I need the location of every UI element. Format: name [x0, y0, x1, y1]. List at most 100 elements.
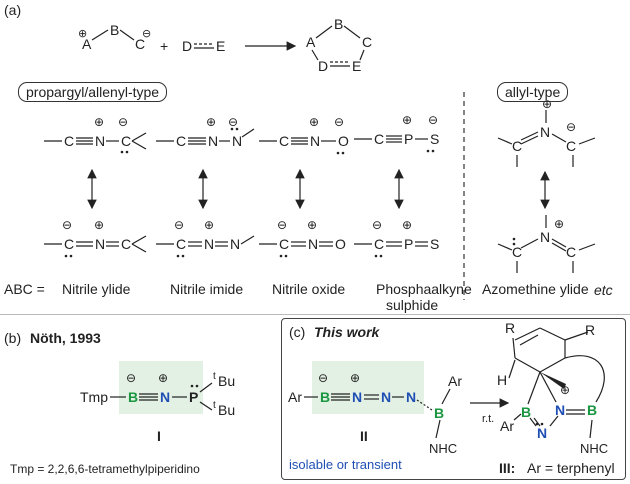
- terphenyl-caption: Ar = terphenyl: [527, 460, 615, 476]
- ring-c: C: [362, 34, 373, 50]
- right-ar: Ar: [500, 418, 514, 434]
- svg-text:⊖: ⊖: [277, 218, 287, 232]
- imide-bot-n1: N: [204, 236, 215, 252]
- panel-c-frame: [281, 318, 626, 480]
- oxide-top-o: O: [338, 133, 349, 149]
- azo-top-c1: C: [512, 138, 523, 154]
- left-boron-nhc: B: [434, 405, 445, 421]
- atom-b: B: [110, 22, 120, 38]
- svg-text:⊖: ⊖: [62, 218, 72, 232]
- atom-a: A: [82, 36, 92, 52]
- svg-text:⊖: ⊖: [566, 120, 576, 134]
- panel-b-highlight: [119, 361, 203, 414]
- svg-text:⊖: ⊖: [228, 115, 238, 129]
- atom-c: C: [135, 36, 146, 52]
- propargyl-type-label: propargyl/allenyl-type: [18, 82, 168, 102]
- svg-text:⊖: ⊖: [334, 115, 344, 129]
- svg-text:⊕: ⊕: [94, 218, 104, 232]
- phospha-bot-s: S: [430, 236, 440, 252]
- svg-text:⊕: ⊕: [309, 115, 319, 129]
- right-boron-2: B: [587, 402, 598, 418]
- right-r-1: R: [505, 320, 516, 336]
- svg-text:⊕: ⊕: [402, 113, 412, 127]
- svg-text:⊕: ⊕: [206, 115, 216, 129]
- oxide-bot-n: N: [308, 236, 319, 252]
- panel-b-label: (b): [4, 330, 22, 346]
- allyl-type-label: allyl-type: [497, 82, 569, 102]
- phospha-bot-p: P: [404, 236, 414, 252]
- ylide-top-c2: C: [121, 133, 132, 149]
- panel-c-title: This work: [314, 324, 380, 340]
- oxide-top-n: N: [310, 133, 321, 149]
- svg-text:⊕: ⊕: [554, 217, 564, 231]
- ring-a: A: [306, 34, 316, 50]
- name-nitrile-oxide: Nitrile oxide: [272, 281, 346, 297]
- imide-top-n2: N: [232, 133, 243, 149]
- right-nitrogen-1: N: [537, 425, 548, 441]
- bond-b-c: [119, 29, 135, 41]
- bond-a-b: [91, 29, 109, 41]
- left-nitrogen-3: N: [406, 389, 417, 405]
- name-phosphaalkyne: Phosphaalkyne: [376, 281, 472, 297]
- right-nitrogen-2: N: [555, 402, 566, 418]
- phospha-bot-c: C: [374, 236, 385, 252]
- azo-bot-c1: C: [512, 244, 523, 260]
- panel-c-label: (c): [289, 324, 306, 340]
- svg-text:⊖: ⊖: [428, 113, 438, 127]
- svg-text:⊖: ⊖: [174, 218, 184, 232]
- name-azomethine-ylide: Azomethine ylide: [482, 281, 589, 297]
- azo-top-c2: C: [566, 138, 577, 154]
- svg-text:⊖: ⊖: [372, 218, 382, 232]
- svg-text:⊖: ⊖: [118, 115, 128, 129]
- phospha-top-s: S: [430, 131, 440, 147]
- ring-b: B: [334, 16, 344, 32]
- azo-bot-c2: C: [566, 244, 577, 260]
- ylide-top-n: N: [95, 133, 106, 149]
- ring-d: D: [318, 58, 329, 74]
- abc-prefix: ABC =: [4, 281, 45, 297]
- svg-text:⊕: ⊕: [204, 218, 214, 232]
- azo-bot-n: N: [540, 229, 551, 245]
- panel-b-author: Nöth, 1993: [30, 330, 101, 346]
- phospha-top-c: C: [374, 131, 385, 147]
- left-nhc: NHC: [429, 441, 458, 456]
- tmp-footnote: Tmp = 2,2,6,6-tetramethylpiperidino: [10, 462, 200, 476]
- tbu-prefix-2: t: [213, 400, 216, 411]
- ylide-bot-c2: C: [121, 236, 132, 252]
- left-ar: Ar: [288, 389, 302, 405]
- name-sulphide: sulphide: [386, 297, 439, 313]
- compound-III-label: III:: [499, 460, 516, 476]
- ring-bond-bc: [343, 25, 361, 39]
- nitrogen-atom: N: [160, 389, 171, 405]
- ylide-top-c1: C: [64, 133, 75, 149]
- ylide-bot-n: N: [95, 236, 106, 252]
- tbu-2: Bu: [218, 402, 236, 418]
- compound-I-label: I: [157, 428, 161, 444]
- compound-II-label: II: [360, 428, 368, 444]
- charge-minus: ⊖: [142, 28, 152, 40]
- boron-atom: B: [128, 389, 139, 405]
- tbu-1: Bu: [218, 373, 236, 389]
- atom-e: E: [216, 38, 226, 54]
- right-boron-1: B: [521, 404, 532, 420]
- imide-top-n1: N: [208, 133, 219, 149]
- left-nitrogen-1: N: [352, 389, 363, 405]
- right-r-2: R: [585, 322, 596, 338]
- rt-label: r.t.: [482, 413, 495, 425]
- name-nitrile-imide: Nitrile imide: [170, 281, 244, 297]
- panel-a-label: (a): [4, 2, 22, 18]
- imide-bot-c: C: [176, 236, 187, 252]
- phospha-top-p: P: [404, 131, 414, 147]
- svg-text:⊕: ⊕: [307, 218, 317, 232]
- atom-d: D: [182, 38, 193, 54]
- etc-label: etc: [594, 282, 613, 298]
- panel-c-highlight: [312, 361, 424, 414]
- plus-sign: +: [160, 38, 169, 54]
- isolable-note: isolable or transient: [289, 457, 402, 472]
- right-nhc: NHC: [580, 441, 609, 456]
- ring-e: E: [352, 58, 362, 74]
- svg-text:⊕: ⊕: [94, 115, 104, 129]
- oxide-bot-o: O: [335, 236, 346, 252]
- panel-divider: [0, 314, 630, 315]
